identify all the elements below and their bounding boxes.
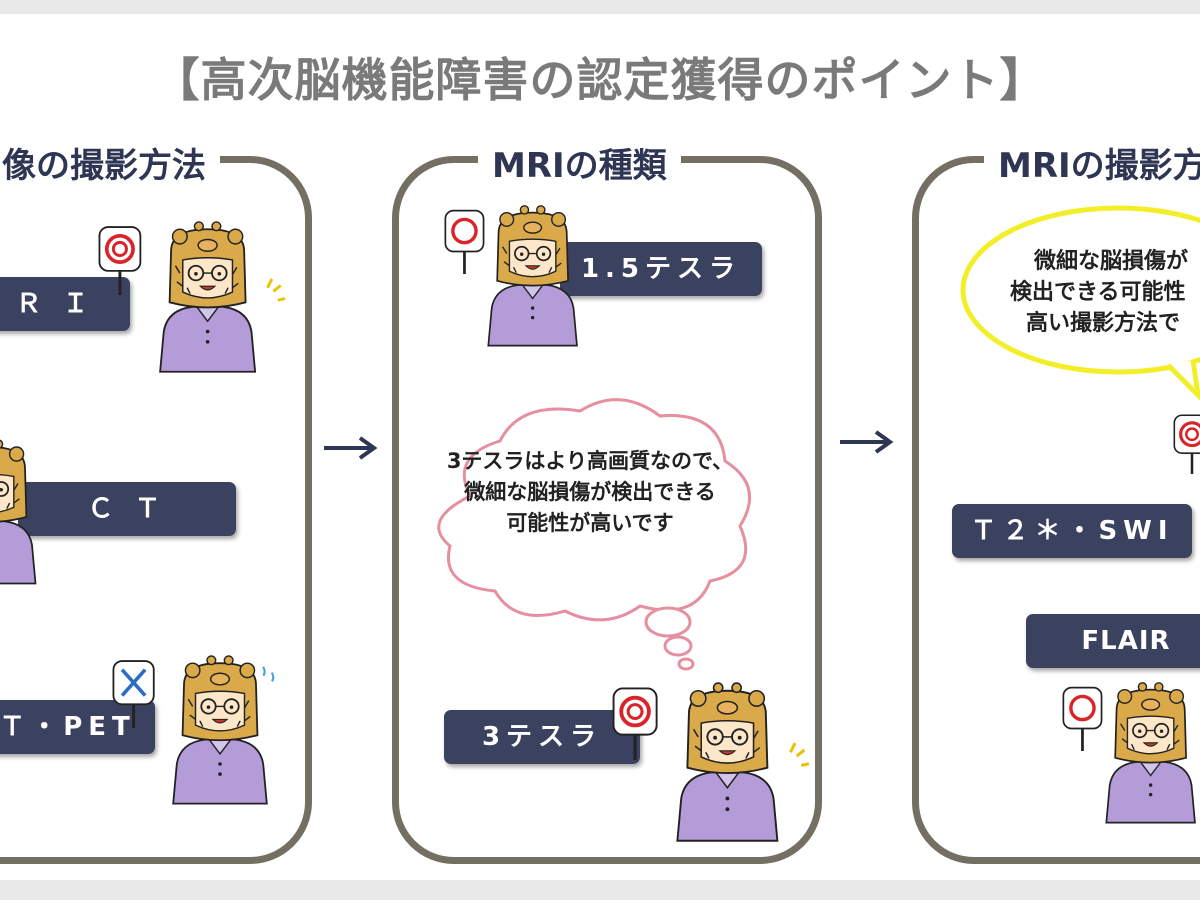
character-approving-icon	[98, 221, 286, 373]
sign-double-circle-icon	[1172, 414, 1200, 474]
arrow-right-icon	[324, 436, 378, 460]
panel-heading-mri-sequences: MRIの撮影方	[984, 142, 1200, 190]
thought-cloud	[437, 398, 752, 671]
label-flair: FLAIR	[1026, 614, 1200, 668]
character-okay-icon	[444, 204, 578, 347]
label-t2-swi: Ｔ２＊・SWI	[952, 504, 1192, 558]
thought-cloud-text: 3テスラはより高画質なので、 微細な脳損傷が検出できる 可能性が高いです	[440, 446, 740, 539]
character-rejecting-icon	[112, 655, 275, 805]
thought-line: 可能性が高いです	[506, 511, 674, 535]
character-partial-icon	[0, 439, 37, 585]
panel-heading-mri-types: MRIの種類	[478, 142, 681, 190]
thought-line: 微細な脳損傷が検出できる	[464, 480, 716, 504]
speech-bubble-text: 微細な脳損傷が 検出できる可能性 高い撮影方法で	[1000, 246, 1200, 339]
label-ct: Ｃ Ｔ	[18, 482, 236, 536]
label-3-tesla: 3テスラ	[444, 710, 640, 764]
label-mri: Ｒ Ｉ	[0, 277, 130, 331]
thought-line: 3テスラはより高画質なので、	[446, 449, 734, 473]
arrow-right-icon	[840, 430, 894, 454]
page-title: 【高次脳機能障害の認定獲得のポイント】	[153, 53, 1047, 107]
speech-line: 検出できる可能性	[1010, 280, 1186, 305]
speech-line: 微細な脳損傷が	[1034, 249, 1189, 274]
character-okay-icon	[1062, 681, 1196, 824]
speech-bubble	[960, 205, 1200, 400]
panel-heading-imaging-methods: 像の撮影方法	[0, 142, 220, 190]
speech-line: 高い撮影方法で	[1026, 311, 1181, 336]
label-pet: Ｔ・PET	[0, 700, 155, 754]
label-1-5-tesla: 1.5テスラ	[560, 242, 762, 296]
slide: 【高次脳機能障害の認定獲得のポイント】 像の撮影方法 MRIの種類 MRIの撮影…	[0, 14, 1200, 880]
character-approving-icon	[612, 682, 810, 842]
